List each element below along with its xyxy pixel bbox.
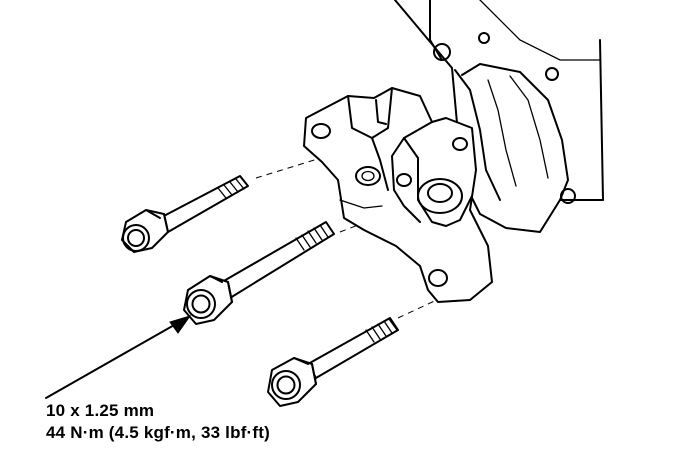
bolt-middle <box>183 221 335 325</box>
bolt-upper <box>121 175 249 253</box>
torque-spec-label: 44 N·m (4.5 kgf·m, 33 lbf·ft) <box>46 423 270 442</box>
callout-arrow <box>45 315 192 399</box>
bolt-size-label: 10 x 1.25 mm <box>46 401 155 420</box>
mounting-bracket <box>303 87 493 303</box>
engine-block <box>394 0 604 233</box>
bolt-lower <box>267 317 399 407</box>
